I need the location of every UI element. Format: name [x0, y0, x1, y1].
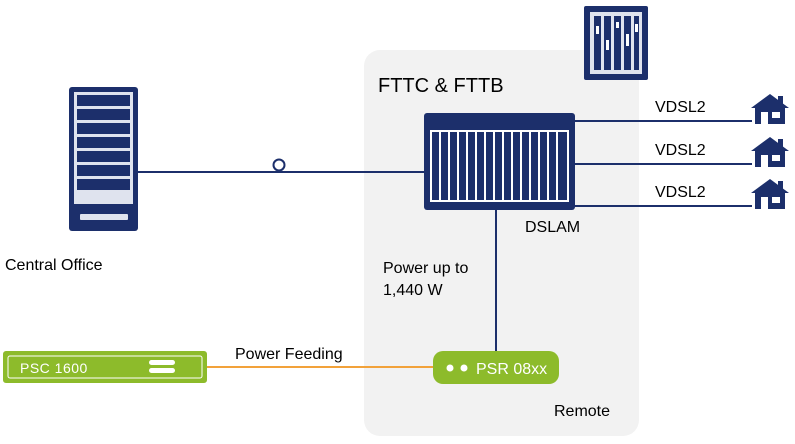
status-led-icon	[460, 364, 468, 372]
fttc-fttb-title: FTTC & FTTB	[378, 75, 504, 97]
house-icon	[751, 137, 789, 167]
vdsl-label-3: VDSL2	[655, 184, 706, 201]
dslam-chassis-icon	[424, 113, 575, 210]
house-icon	[751, 179, 789, 209]
street-cabinet-icon	[584, 6, 648, 80]
psc-label: PSC 1600	[20, 360, 88, 376]
psc-1600-unit	[3, 351, 207, 383]
vdsl-label-1: VDSL2	[655, 99, 706, 116]
psr-label: PSR 08xx	[476, 361, 547, 378]
power-capacity-line-1: Power up to	[383, 260, 468, 277]
central-office-label: Central Office	[5, 257, 103, 274]
server-rack-icon	[69, 87, 138, 231]
house-icon	[751, 94, 789, 124]
fiber-connector-icon	[272, 158, 286, 172]
dslam-label: DSLAM	[525, 219, 580, 236]
handle-icon	[149, 360, 175, 373]
psr-08xx-unit	[433, 351, 559, 384]
status-led-icon	[446, 364, 454, 372]
remote-label: Remote	[554, 403, 610, 420]
power-feeding-label: Power Feeding	[235, 346, 343, 363]
power-capacity-line-2: 1,440 W	[383, 282, 443, 299]
vdsl-label-2: VDSL2	[655, 142, 706, 159]
